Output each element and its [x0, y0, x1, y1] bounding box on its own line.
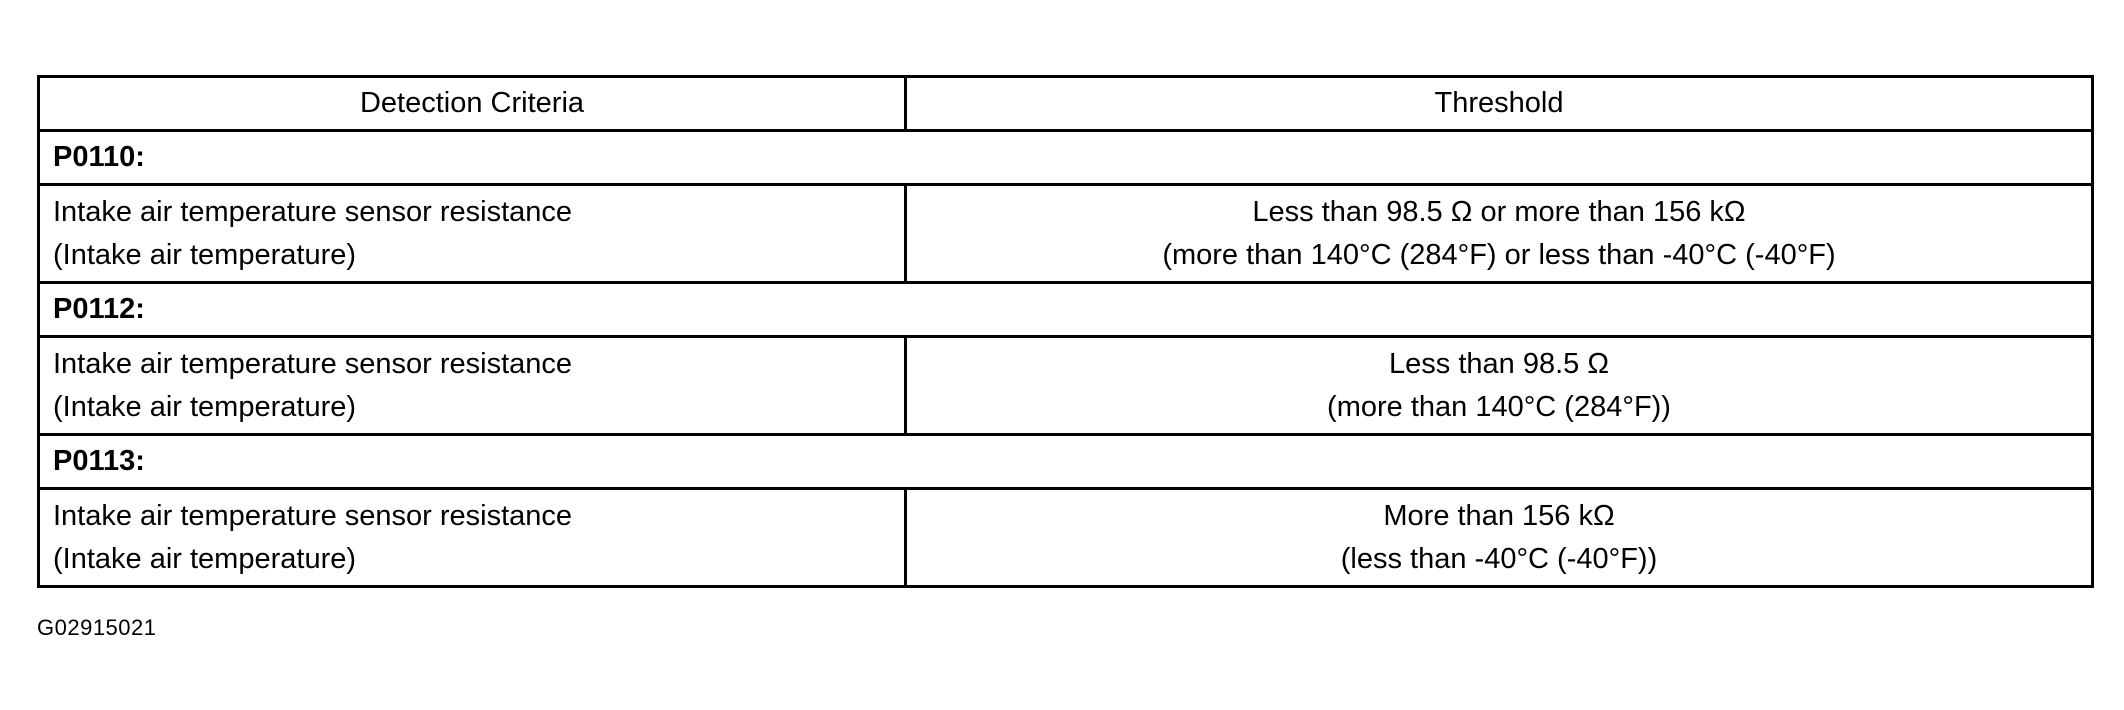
table-row: Intake air temperature sensor resistance…: [37, 487, 2094, 588]
header-threshold: Threshold: [904, 75, 2094, 132]
criteria-line: Intake air temperature sensor resistance: [53, 347, 573, 380]
threshold-line: Less than 98.5 Ω: [1389, 347, 1609, 380]
threshold-cell: Less than 98.5 Ω (more than 140°C (284°F…: [904, 335, 2094, 436]
figure-id-label: G02915021: [37, 615, 157, 640]
threshold-line: (less than -40°C (-40°F)): [1340, 542, 1658, 575]
criteria-cell: Intake air temperature sensor resistance…: [37, 335, 907, 436]
criteria-cell: Intake air temperature sensor resistance…: [37, 487, 907, 588]
threshold-line: Less than 98.5 Ω or more than 156 kΩ: [1252, 195, 1746, 228]
criteria-line: (Intake air temperature): [53, 542, 357, 575]
dtc-code-row: P0113:: [37, 433, 2094, 490]
dtc-code-p0113: P0113:: [37, 433, 2094, 490]
threshold-line: (more than 140°C (284°F)): [1327, 390, 1671, 423]
dtc-code-p0112: P0112:: [37, 281, 2094, 338]
table-row: Intake air temperature sensor resistance…: [37, 183, 2094, 284]
threshold-line: More than 156 kΩ: [1383, 499, 1615, 532]
criteria-line: (Intake air temperature): [53, 238, 357, 271]
threshold-cell: More than 156 kΩ (less than -40°C (-40°F…: [904, 487, 2094, 588]
threshold-cell: Less than 98.5 Ω or more than 156 kΩ (mo…: [904, 183, 2094, 284]
document-sheet: Detection Criteria Threshold P0110: Inta…: [37, 75, 2094, 588]
header-row: Detection Criteria Threshold: [37, 75, 2094, 132]
criteria-line: (Intake air temperature): [53, 390, 357, 423]
header-detection-criteria: Detection Criteria: [37, 75, 907, 132]
table-row: Intake air temperature sensor resistance…: [37, 335, 2094, 436]
detection-criteria-table: Detection Criteria Threshold P0110: Inta…: [37, 75, 2094, 588]
dtc-code-p0110: P0110:: [37, 129, 2094, 186]
criteria-line: Intake air temperature sensor resistance: [53, 195, 573, 228]
dtc-code-row: P0110:: [37, 129, 2094, 186]
dtc-code-row: P0112:: [37, 281, 2094, 338]
criteria-line: Intake air temperature sensor resistance: [53, 499, 573, 532]
criteria-cell: Intake air temperature sensor resistance…: [37, 183, 907, 284]
threshold-line: (more than 140°C (284°F) or less than -4…: [1162, 238, 1836, 271]
